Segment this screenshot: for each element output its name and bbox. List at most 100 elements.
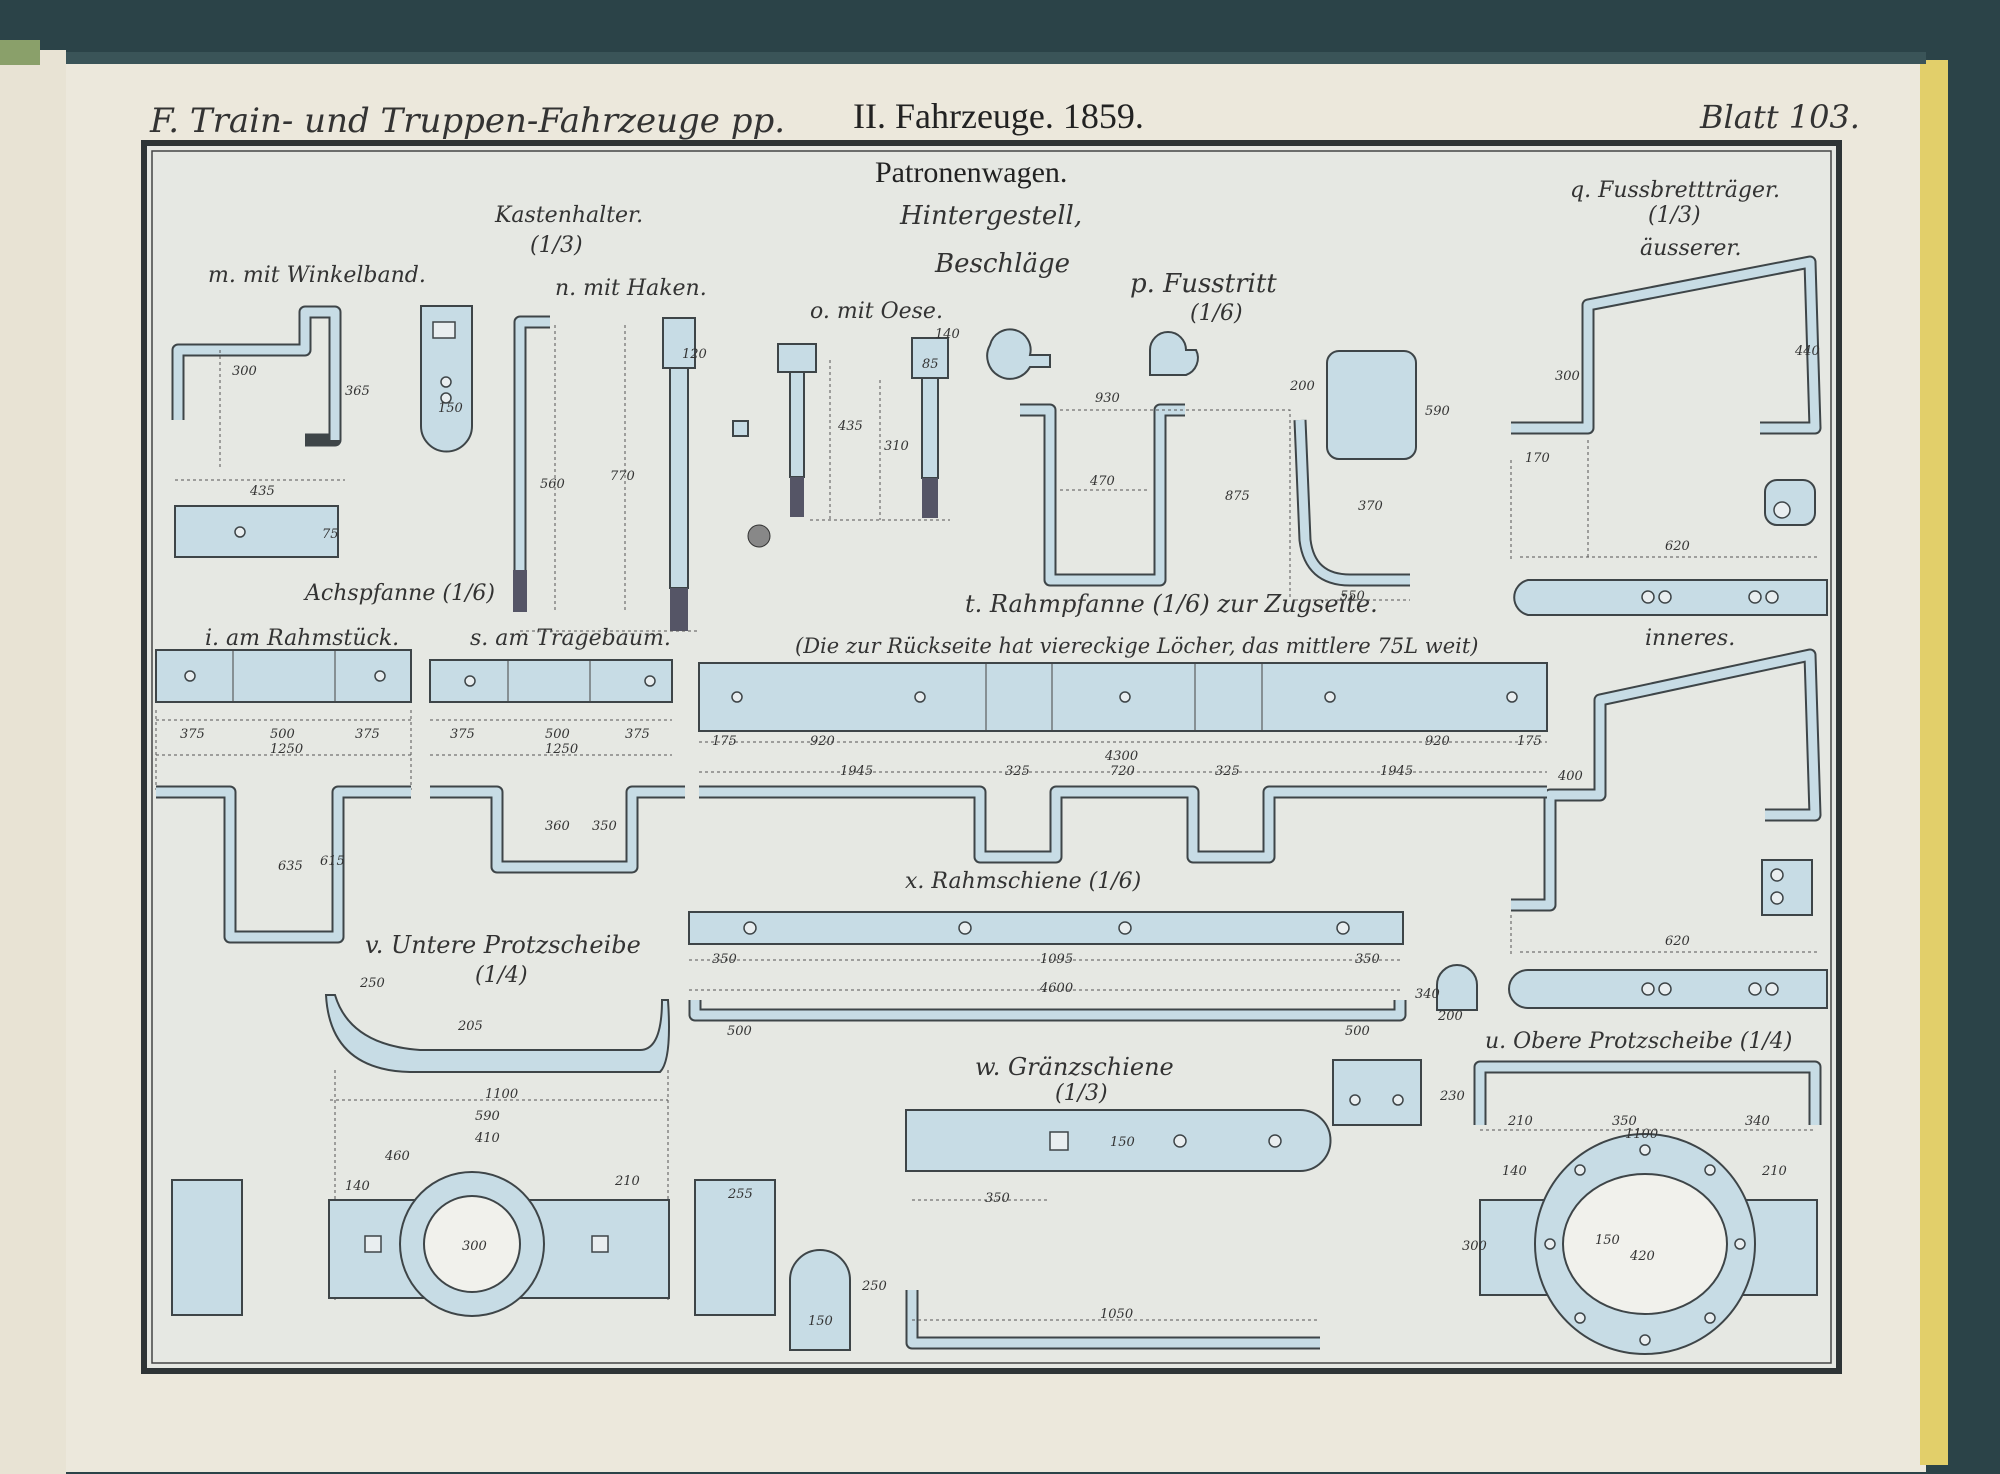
dim: 230 [1439, 1089, 1465, 1104]
achspfanne-plate [174, 505, 339, 558]
part-v-untere-protzscheibe [171, 994, 851, 1351]
footboard [1326, 350, 1417, 460]
label-q: q. Fussbrettträger. [1570, 178, 1780, 203]
label-q-outer: äusserer. [1640, 236, 1742, 261]
dim: 150 [438, 401, 463, 416]
dim: 1945 [1380, 764, 1413, 779]
part-n-haken [513, 315, 771, 632]
part-q-inner [1508, 648, 1828, 1009]
dim: 550 [1340, 589, 1365, 604]
dim: 175 [1517, 734, 1542, 749]
label-t: t. Rahmpfanne (1/6) zur Zugseite. [965, 590, 1378, 618]
dim: 440 [1794, 344, 1820, 359]
dim: 500 [545, 727, 570, 742]
label-t-note: (Die zur Rückseite hat viereckige Löcher… [795, 634, 1479, 658]
dim: 150 [1110, 1135, 1135, 1150]
dim: 205 [457, 1019, 483, 1034]
dim: 210 [1507, 1114, 1533, 1129]
dimension-labels: 300 435 365 150 75 560 770 120 435 310 1… [180, 327, 1820, 1329]
label-m: m. mit Winkelband. [208, 263, 426, 288]
dim: 300 [462, 1239, 487, 1254]
sheet-number: Blatt 103. [1699, 98, 1860, 136]
dim: 400 [1557, 769, 1583, 784]
part-m-winkelband [171, 305, 473, 558]
label-v: v. Untere Protzscheibe [365, 931, 641, 959]
dim: 340 [1745, 1114, 1770, 1129]
dim: 300 [1555, 369, 1580, 384]
dim: 140 [935, 327, 960, 342]
part-labels: Kastenhalter. (1/3) Hintergestell, Besch… [205, 178, 1792, 1106]
dim: 370 [1358, 499, 1383, 514]
dim: 150 [1595, 1233, 1620, 1248]
part-q-outer [1510, 255, 1828, 616]
dim: 500 [1345, 1024, 1370, 1039]
dim: 4600 [1039, 981, 1073, 996]
dim: 435 [249, 484, 275, 499]
dim: 410 [474, 1131, 500, 1146]
dim: 375 [355, 727, 380, 742]
dim: 1945 [840, 764, 873, 779]
dim: 560 [540, 477, 565, 492]
dim: 210 [1761, 1164, 1787, 1179]
dim: 770 [610, 469, 635, 484]
dim: 620 [1665, 934, 1690, 949]
dim: 325 [1005, 764, 1030, 779]
drawing-title: Patronenwagen. [875, 156, 1067, 189]
header-title: II. Fahrzeuge. 1859. [853, 96, 1144, 136]
dim: 635 [278, 859, 303, 874]
dim: 930 [1095, 391, 1120, 406]
dim: 200 [1437, 1009, 1463, 1024]
dim: 350 [1355, 952, 1380, 967]
label-i: i. am Rahmstück. [205, 626, 399, 651]
dim: 75 [322, 527, 339, 542]
label-u: u. Obere Protzscheibe (1/4) [1485, 1029, 1792, 1054]
label-p: p. Fusstritt [1130, 269, 1277, 299]
part-u-obere-protzscheibe [1473, 1060, 1822, 1355]
dim: 920 [810, 734, 835, 749]
label-q-scale: (1/3) [1648, 203, 1701, 228]
dim: 365 [345, 384, 370, 399]
dim: 255 [727, 1187, 753, 1202]
dim: 140 [345, 1179, 370, 1194]
left-page [0, 50, 66, 1474]
dim: 360 [545, 819, 570, 834]
label-q-inner: inneres. [1645, 626, 1735, 651]
label-kastenhalter: Kastenhalter. [494, 203, 643, 228]
page-edges [1920, 60, 1948, 1465]
part-i-am-rahmstueck [155, 649, 412, 944]
dim: 620 [1665, 539, 1690, 554]
dim: 250 [359, 976, 385, 991]
dim: 615 [320, 854, 345, 869]
dim: 350 [592, 819, 617, 834]
label-hintergestell: Hintergestell, [899, 201, 1082, 231]
dim: 500 [727, 1024, 752, 1039]
label-achspfanne: Achspfanne (1/6) [303, 581, 495, 606]
label-kastenhalter-scale: (1/3) [530, 233, 583, 258]
dim: 250 [861, 1279, 887, 1294]
label-w: w. Gränzschiene [975, 1053, 1174, 1081]
dim: 1250 [270, 742, 303, 757]
part-s-am-tragebaum [429, 659, 685, 874]
dim: 200 [1289, 379, 1315, 394]
dim: 175 [712, 734, 737, 749]
label-w-scale: (1/3) [1055, 1081, 1108, 1106]
dim: 140 [1502, 1164, 1527, 1179]
label-v-scale: (1/4) [475, 963, 528, 988]
part-t-rahmpfanne [698, 662, 1548, 864]
dim: 350 [712, 952, 737, 967]
dim: 875 [1225, 489, 1250, 504]
dim: 120 [682, 347, 707, 362]
label-beschlaege: Beschläge [934, 249, 1070, 279]
label-x: x. Rahmschiene (1/6) [905, 869, 1141, 894]
dim: 210 [614, 1174, 640, 1189]
dim: 1250 [545, 742, 578, 757]
dim: 500 [270, 727, 295, 742]
part-o-oese [777, 337, 950, 521]
dim: 340 [1415, 987, 1440, 1002]
dim: 350 [1612, 1114, 1637, 1129]
dim: 4300 [1104, 749, 1138, 764]
dim: 590 [475, 1109, 500, 1124]
dim: 325 [1215, 764, 1240, 779]
dim: 150 [808, 1314, 833, 1329]
